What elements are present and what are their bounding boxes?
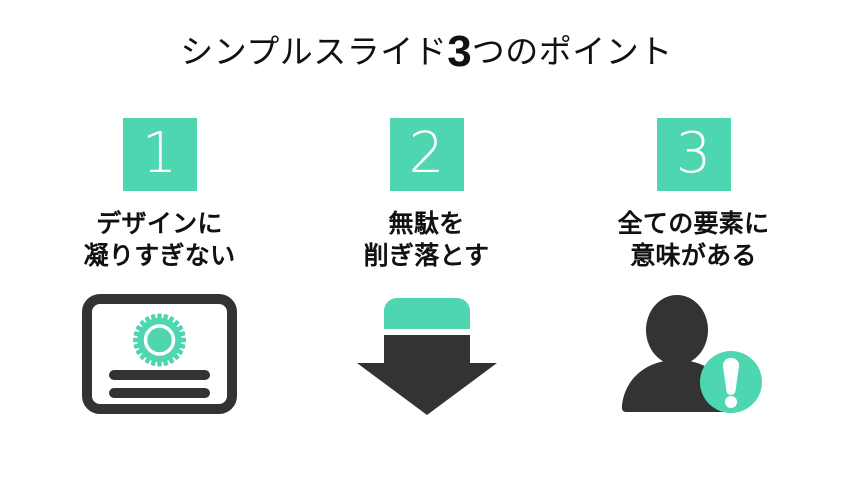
number-badge-1: 1: [122, 118, 197, 191]
title-number: 3: [447, 27, 472, 76]
point-column-3: 3 全ての要素に 意味がある: [560, 118, 827, 419]
certificate-icon: [82, 294, 237, 414]
down-arrow-icon: [356, 298, 497, 415]
point-icon-2-wrap: [356, 294, 497, 419]
point-caption-3: 全ての要素に 意味がある: [617, 210, 770, 270]
number-badge-3: 3: [656, 118, 731, 191]
point-caption-1: デザインに 凝りすぎない: [83, 210, 236, 270]
point-icon-1-wrap: [82, 294, 237, 419]
title-lead-text: シンプルスライド: [180, 33, 448, 70]
point-column-2: 2 無駄を 削ぎ落とす: [293, 118, 560, 419]
page-title: シンプルスライド3つのポイント: [0, 30, 853, 74]
person-alert-icon: [621, 295, 762, 413]
point-column-1: 1 デザインに 凝りすぎない: [26, 118, 293, 419]
point-caption-2: 無駄を 削ぎ落とす: [363, 210, 490, 270]
number-badge-2: 2: [389, 118, 464, 191]
point-icon-3-wrap: [619, 294, 769, 419]
number-badge-label-3: 3: [675, 120, 712, 186]
points-row: 1 デザインに 凝りすぎない: [0, 118, 853, 419]
title-trail-text: つのポイント: [471, 33, 673, 70]
number-badge-label-1: 1: [141, 120, 178, 186]
number-badge-label-2: 2: [408, 120, 445, 186]
